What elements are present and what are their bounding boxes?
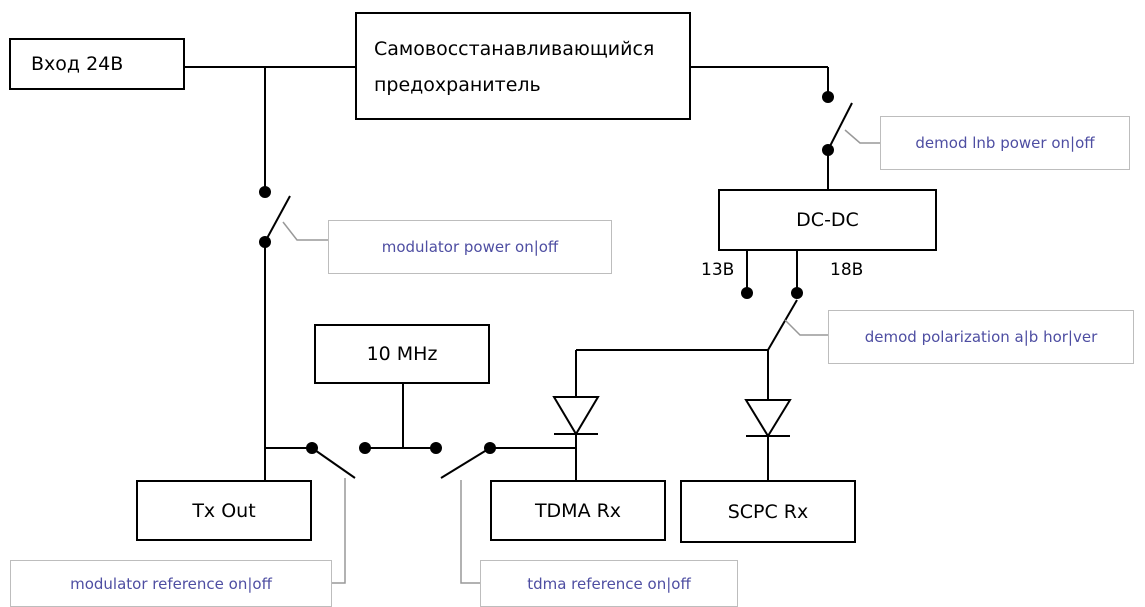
input-24v-block: Вход 24В bbox=[9, 38, 185, 90]
input-24v-label: Вход 24В bbox=[31, 53, 124, 75]
note-demod-lnb-power: demod lnb power on|off bbox=[880, 116, 1130, 170]
note-demod-polarization: demod polarization a|b hor|ver bbox=[828, 310, 1134, 364]
fuse-label-line2: предохранитель bbox=[374, 74, 541, 96]
contact-dot bbox=[306, 442, 318, 454]
dcdc-block: DC-DC bbox=[718, 189, 937, 251]
contact-dot bbox=[259, 236, 271, 248]
switch-blade-modulator-power bbox=[264, 195, 291, 243]
diode-scpc bbox=[744, 399, 792, 438]
fuse-label-line1: Самовосстанавливающийся bbox=[374, 38, 655, 60]
diode-tdma bbox=[552, 396, 600, 436]
switch-blade-tdma-reference bbox=[440, 447, 491, 479]
note-modulator-reference: modulator reference on|off bbox=[10, 560, 332, 607]
contact-dot bbox=[741, 287, 753, 299]
tdma-rx-block: TDMA Rx bbox=[490, 480, 666, 541]
resettable-fuse-block: Самовосстанавливающийся предохранитель bbox=[355, 12, 691, 120]
contact-dot bbox=[484, 442, 496, 454]
contact-dot bbox=[791, 287, 803, 299]
leader-modulator-reference bbox=[332, 478, 346, 584]
tx-out-label: Tx Out bbox=[192, 499, 256, 522]
leader-polarization bbox=[784, 319, 828, 336]
reference-10mhz-block: 10 MHz bbox=[314, 324, 490, 384]
reference-10mhz-label: 10 MHz bbox=[366, 343, 438, 365]
contact-dot bbox=[822, 91, 834, 103]
voltage-13v-label: 13В bbox=[701, 260, 735, 280]
switch-blade-polarization bbox=[767, 299, 798, 351]
switch-blade-modulator-reference bbox=[311, 447, 356, 479]
contact-dot bbox=[430, 442, 442, 454]
note-tdma-reference: tdma reference on|off bbox=[480, 560, 738, 607]
tdma-rx-label: TDMA Rx bbox=[534, 499, 622, 522]
tx-out-block: Tx Out bbox=[136, 480, 312, 541]
dcdc-label: DC-DC bbox=[796, 209, 859, 231]
contact-dot bbox=[359, 442, 371, 454]
leader-tdma-reference bbox=[460, 480, 480, 584]
scpc-rx-label: SCPC Rx bbox=[727, 500, 809, 523]
voltage-18v-label: 18В bbox=[830, 260, 864, 280]
scpc-rx-block: SCPC Rx bbox=[680, 480, 856, 543]
switch-blade-lnb-power bbox=[827, 102, 853, 151]
leader-modulator-power bbox=[282, 221, 328, 241]
contact-dot bbox=[822, 144, 834, 156]
note-modulator-power: modulator power on|off bbox=[328, 220, 612, 274]
leader-lnb-power bbox=[844, 129, 880, 144]
contact-dot bbox=[259, 186, 271, 198]
